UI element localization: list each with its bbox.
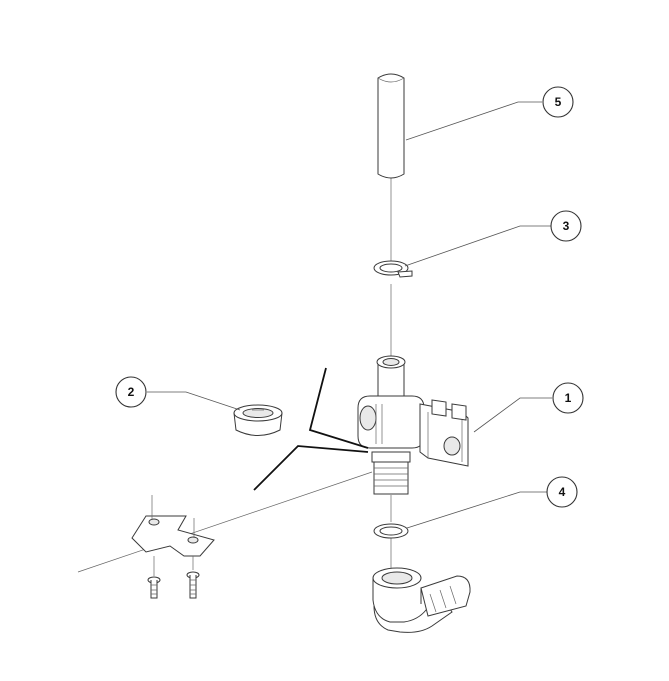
callout-4-number: 4 xyxy=(559,485,566,499)
mounting-bracket xyxy=(131,495,215,557)
leader-2 xyxy=(147,391,241,411)
callout-1-number: 1 xyxy=(565,391,572,405)
part-4-washer xyxy=(373,523,409,539)
callout-2: 2 xyxy=(115,376,147,408)
callout-1: 1 xyxy=(552,382,584,414)
part-5-hose xyxy=(377,73,405,179)
callout-5-number: 5 xyxy=(555,95,562,109)
screw-right xyxy=(186,556,200,599)
screw-left xyxy=(147,556,161,599)
callout-3: 3 xyxy=(550,210,582,242)
part-2-cap xyxy=(233,404,283,436)
leader-4 xyxy=(406,491,547,529)
elbow-connector xyxy=(372,567,471,633)
part-3-hose-clamp xyxy=(373,260,413,278)
leader-3 xyxy=(404,225,551,267)
wire-lead-upper xyxy=(308,367,369,449)
leader-5 xyxy=(405,101,542,141)
part-1-water-valve xyxy=(357,355,469,495)
callout-3-number: 3 xyxy=(563,219,570,233)
callout-2-number: 2 xyxy=(128,385,135,399)
leader-1 xyxy=(473,397,552,433)
callout-4: 4 xyxy=(546,476,578,508)
callout-5: 5 xyxy=(542,86,574,118)
mounting-surface-line xyxy=(77,471,373,573)
wire-lead-lower xyxy=(253,445,369,491)
